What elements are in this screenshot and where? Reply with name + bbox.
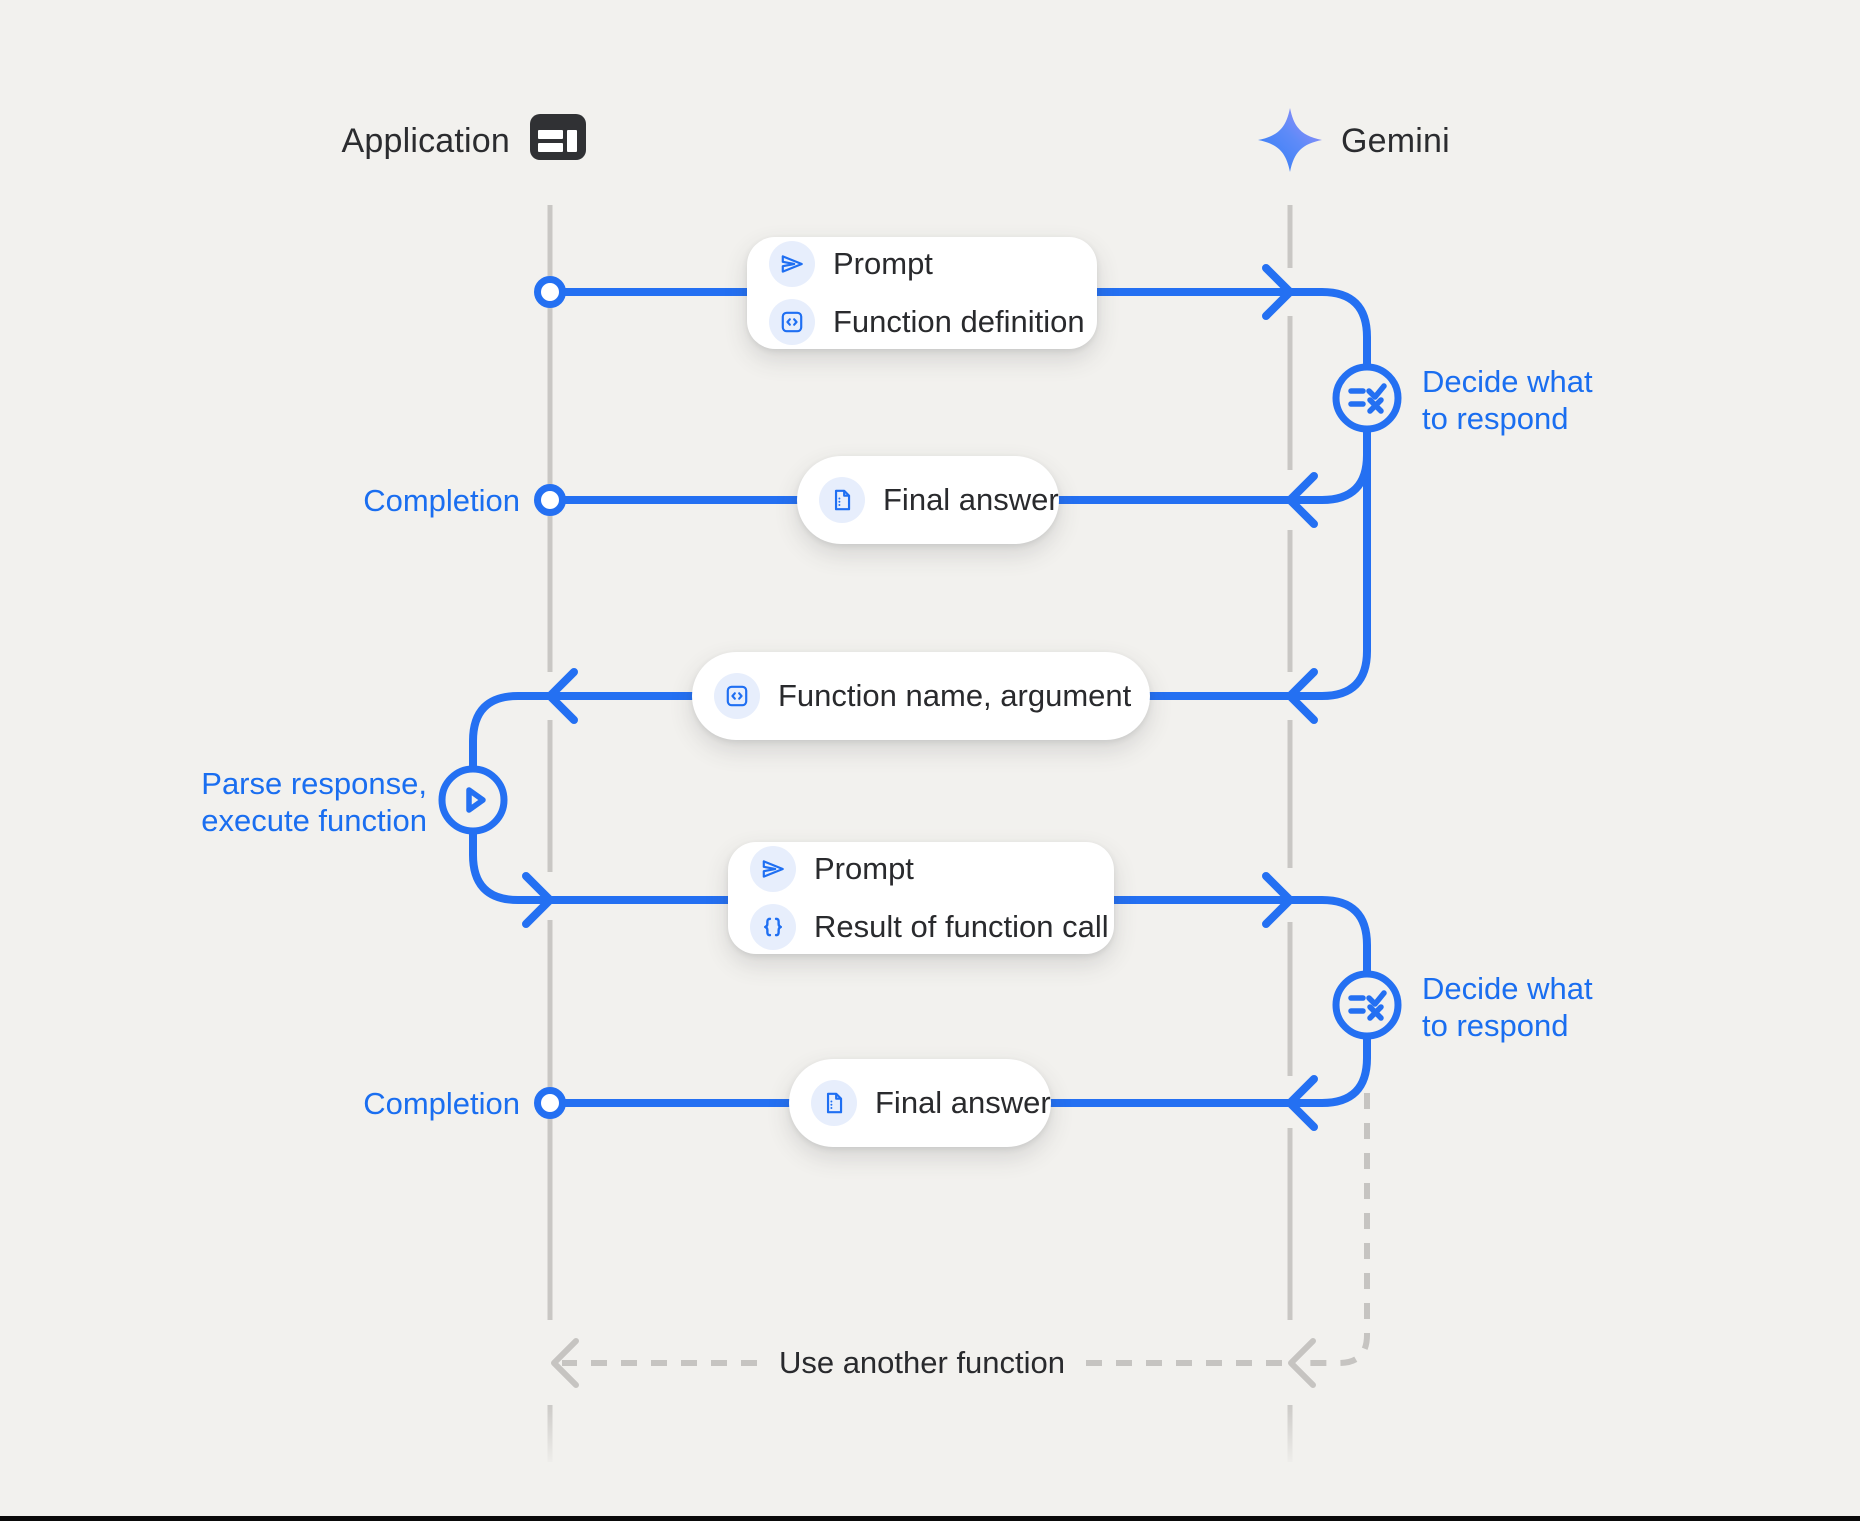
decide-node-2: [1332, 970, 1402, 1040]
arrowhead-msg1: [1262, 264, 1294, 320]
parse-node: [438, 765, 508, 835]
loop-arrowhead-application: [551, 1338, 579, 1388]
gemini-sparkle-icon: [1258, 108, 1322, 172]
message-label: Final answer: [875, 1085, 1051, 1120]
arrowhead-msg2: [1286, 472, 1318, 528]
decide-label-1: Decide what to respond: [1422, 364, 1593, 436]
start-node: [534, 276, 566, 308]
loop-arrowhead-gemini: [1288, 1338, 1316, 1388]
application-actor-label: Application: [341, 122, 510, 160]
arrowhead-msg3-app: [546, 668, 578, 724]
message-label: Function name, argument: [778, 678, 1132, 713]
decide-label-2: Decide what to respond: [1422, 971, 1593, 1043]
document-icon: [811, 1080, 857, 1126]
arrowhead-msg3-gemini: [1286, 668, 1318, 724]
parse-label: Parse response, execute function: [201, 766, 427, 838]
checklist-icon: [1348, 383, 1387, 414]
document-icon: [819, 477, 865, 523]
send-icon: [769, 241, 815, 287]
message-label: Prompt: [814, 851, 914, 886]
message-card-final-answer-2: Final answer: [789, 1059, 1051, 1147]
gemini-actor-label: Gemini: [1341, 122, 1450, 160]
play-icon: [466, 787, 486, 813]
message-card-prompt-function-definition: Prompt Function definition: [747, 237, 1097, 349]
app-window-icon: [530, 114, 586, 160]
arrowhead-msg4-gemini: [1262, 872, 1294, 928]
braces-icon: [750, 904, 796, 950]
message-label: Final answer: [883, 482, 1059, 517]
send-icon: [750, 846, 796, 892]
arrowhead-msg5: [1286, 1075, 1318, 1131]
arrowhead-msg4-app: [522, 872, 554, 928]
message-label: Result of function call: [814, 909, 1109, 944]
completion-label-2: Completion: [363, 1086, 520, 1121]
loop-label: Use another function: [778, 1345, 1066, 1380]
code-box-icon: [769, 299, 815, 345]
completion-node-2: [534, 1087, 566, 1119]
message-card-final-answer-1: Final answer: [797, 456, 1059, 544]
loop-dashed-path: [551, 1093, 1370, 1388]
code-box-icon: [714, 673, 760, 719]
checklist-icon: [1348, 990, 1387, 1021]
bottom-border: [0, 1516, 1860, 1521]
completion-label-1: Completion: [363, 483, 520, 518]
message-card-function-name-argument: Function name, argument: [692, 652, 1150, 740]
completion-node-1: [534, 484, 566, 516]
message-card-prompt-result: Prompt Result of function call: [728, 842, 1114, 954]
decide-node-1: [1332, 363, 1402, 433]
message-label: Function definition: [833, 304, 1085, 339]
message-label: Prompt: [833, 246, 933, 281]
